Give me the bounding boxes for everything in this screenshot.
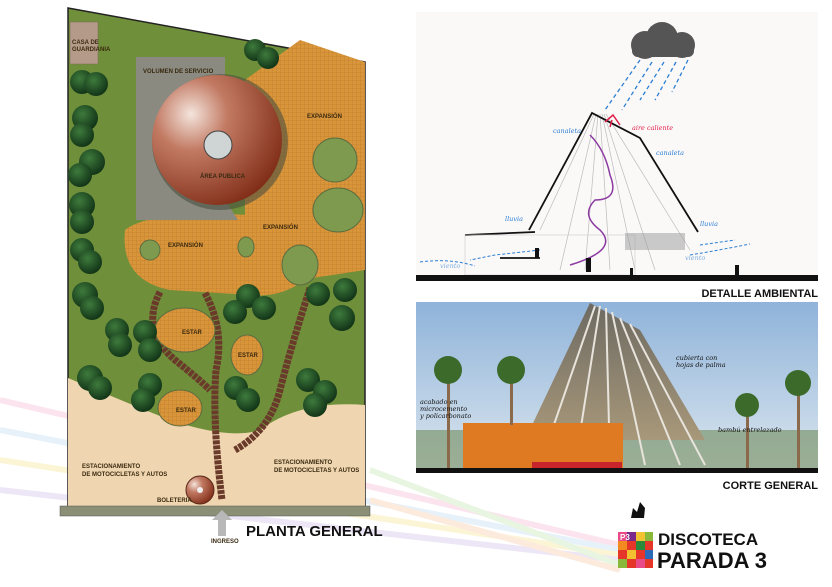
annotation-finish-1: acabado en [420,398,458,406]
palm-trees [434,356,811,470]
hot-air-path [569,134,614,266]
logo-badge: P3 [620,533,630,542]
label-expansion-3: EXPANSIÓN [168,241,203,249]
plan-title: PLANTA GENERAL [246,523,383,540]
lounge-2 [230,334,264,376]
annotation-bamboo: bambú entrelazado [718,426,782,434]
label-parking-right-2: DE MOTOCICLETAS Y AUTOS [274,468,359,474]
logo-mosaic [618,532,653,568]
orange-building [463,423,623,468]
entrance-arrow-icon [212,510,232,536]
label-parking-left-2: DE MOTOCICLETAS Y AUTOS [82,472,167,478]
label-guard-house-2: GUARDIANIA [72,47,111,53]
walkways [149,286,314,501]
roof-profile [528,111,699,233]
site-plan: CASA DE GUARDIANIA VOLUMEN DE SERVICIO Á… [59,7,383,545]
logo-line-1: DISCOTECA [658,530,758,549]
label-lounge-1: ESTAR [182,330,203,336]
ground-line [416,275,818,281]
annotation-gutter-right: canaleta [656,149,684,157]
label-lounge-3: ESTAR [176,408,197,414]
hot-air-arrow-icon [604,113,621,128]
label-parking-left: ESTACIONAMIENTO [82,464,140,470]
general-section: acabado en microcemento y policarbonato … [416,302,818,492]
trees [68,39,357,417]
label-expansion-2: EXPANSIÓN [263,223,298,231]
label-entrance: INGRESO [211,539,239,545]
annotation-rain-left: lluvia [505,215,523,223]
annotation-hot-air: aire caliente [632,124,673,132]
logo-line-2: PARADA 3 [657,548,767,573]
general-section-title: CORTE GENERAL [723,480,819,492]
street [59,505,371,517]
annotation-finish-2: microcemento [420,405,467,413]
rain-arrows [604,59,689,111]
label-public-area: ÁREA PUBLICA [200,173,246,180]
skylight [203,130,233,160]
expansion-deck-south [124,214,330,296]
dancer-silhouette-icon [631,502,645,518]
environmental-detail: canaleta canaleta aire caliente lluvia l… [416,12,818,300]
label-service-volume: VOLUMEN DE SERVICIO [143,69,214,75]
guard-house [69,21,99,65]
annotation-rain-right: lluvia [700,220,718,228]
label-guard-house: CASA DE [72,40,99,46]
lounge-3 [157,389,203,427]
annotation-roof-1: cubierta con [676,354,717,362]
annotation-gutter-left: canaleta [553,127,581,135]
label-ticket-office: BOLETERIA [157,498,192,504]
label-parking-right: ESTACIONAMIENTO [274,460,332,466]
label-lounge-2: ESTAR [238,353,259,359]
label-expansion-1: EXPANSIÓN [307,112,342,120]
annotation-roof-2: hojas de palma [676,361,726,369]
annotation-finish-3: y policarbonato [419,412,471,420]
annotation-wind-left: viento [440,262,460,270]
roof-ribs [539,305,706,466]
red-stage [532,462,622,470]
cloud-icon [631,22,695,59]
thatched-roof [525,303,705,440]
annotation-wind-right: viento [685,254,705,262]
logo: P3 DISCOTECA PARADA 3 [618,502,767,573]
environment-detail-title: DETALLE AMBIENTAL [701,288,818,300]
